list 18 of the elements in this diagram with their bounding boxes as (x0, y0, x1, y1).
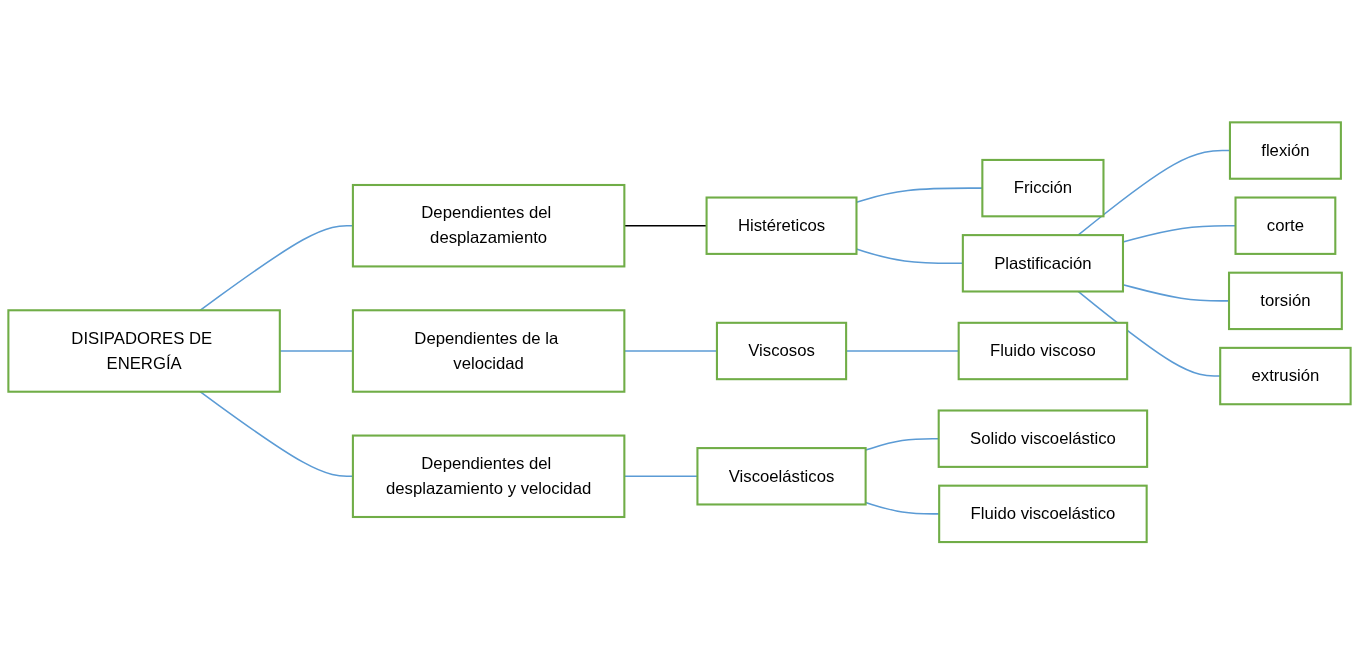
connector (864, 501, 940, 515)
node-box: torsión (1227, 271, 1343, 330)
node-box: Solido viscoelástico (937, 409, 1149, 468)
connector (1122, 283, 1230, 302)
node-box: Viscosos (715, 321, 848, 381)
node-box: DISIPADORES DE ENERGÍA (7, 309, 281, 393)
node-box: Dependientes de la velocidad (351, 309, 626, 393)
node-box: flexión (1228, 121, 1342, 180)
node-box: extrusión (1219, 346, 1352, 406)
node-box: Plastificación (961, 233, 1125, 293)
node-box: Fluido viscoso (957, 321, 1129, 381)
node-box: Viscoelásticos (696, 446, 867, 506)
node-box: Fluido viscoelástico (938, 484, 1148, 543)
node-box: Histéreticos (705, 196, 858, 255)
node-box: Dependientes del desplazamiento (351, 183, 626, 268)
node-box: Dependientes del desplazamiento y velocidad (351, 434, 626, 518)
node-box: Fricción (981, 158, 1105, 218)
node-box: corte (1234, 196, 1337, 255)
